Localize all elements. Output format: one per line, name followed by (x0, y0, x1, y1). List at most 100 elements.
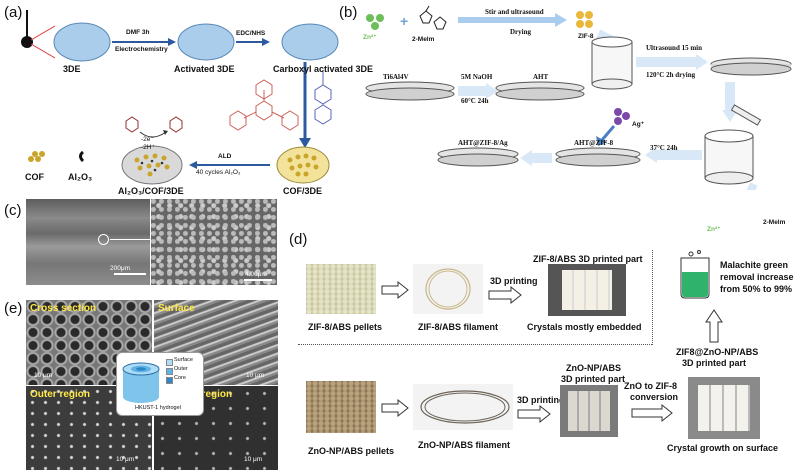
panel-e-label: (e) (4, 300, 23, 317)
conversion-arrow-icon (631, 403, 673, 423)
outer-label: Outer region (30, 389, 91, 400)
naoh-t-label: 60°C 24h (461, 97, 489, 105)
zno-part2-label: 3D printed part (561, 374, 626, 384)
pellets1-label: ZIF-8/ABS pellets (308, 322, 383, 332)
zno-part-photo (560, 385, 618, 437)
sem-image-high-mag: 4.00μm (151, 199, 277, 285)
conv1-label: ZnO to ZIF-8 (624, 381, 677, 391)
ti-label: Ti6Al4V (383, 73, 409, 81)
ox-label-1: -2e⁻ (141, 136, 154, 143)
ag-ion-icon (614, 108, 630, 125)
dry120-label: 120°C 2h drying (646, 71, 696, 79)
embedded-label: Crystals mostly embedded (527, 322, 642, 332)
hydrogel-label: HKUST-1 hydrogel (135, 405, 181, 411)
legend-cof-label: COF (25, 172, 44, 182)
leg-surface: Surface (174, 357, 193, 363)
growth-label: Crystal growth on surface (667, 443, 779, 453)
zif-filament-photo (413, 264, 483, 314)
electrode-disc-icon (53, 22, 111, 62)
melm2-label: 2-Melm (763, 219, 786, 226)
zno-part1-label: ZnO-NP/ABS (566, 363, 621, 373)
ag-label: Ag⁺ (632, 121, 645, 128)
mg1-label: Malachite green (720, 260, 789, 270)
zn1-label: Zn²⁺ (363, 34, 377, 41)
zno-pellets-photo (306, 381, 376, 433)
scale-bar-2 (244, 279, 272, 281)
panel-b-diagram: + + (365, 5, 792, 190)
arrow-right-icon-2 (381, 398, 409, 418)
zif-zno2-label: 3D printed part (682, 358, 747, 368)
scale-e1: 10 μm (34, 372, 53, 379)
print1-label: 3D printing (490, 276, 538, 286)
melm1-label: 2-Melm (412, 36, 435, 43)
zif-pellets-photo (306, 264, 376, 314)
arrow-up-icon (705, 309, 723, 343)
pellets2-label: ZnO-NP/ABS pellets (308, 446, 395, 456)
scale-e3: 10 μm (116, 456, 135, 463)
panel-b-label: (b) (339, 4, 358, 21)
zif-zno-part-photo (688, 377, 760, 439)
scale-e2: 10 μm (246, 372, 265, 379)
step1-top: DMF 3h (126, 29, 150, 36)
t37-label: 37°C 24h (650, 144, 678, 152)
label-carboxyl: Carboxyl activated 3DE (273, 64, 374, 74)
mg2-label: removal increase (720, 272, 794, 282)
leg-outer: Outer (174, 366, 188, 372)
step1-bottom: Electrochemistry (115, 46, 168, 53)
panel-a-label: (a) (4, 4, 23, 21)
zoom-circle-icon (98, 234, 109, 245)
filament2-label: ZnO-NP/ABS filament (418, 440, 511, 450)
zno-filament-photo (413, 384, 513, 430)
panel-d-label: (d) (289, 231, 308, 248)
step2-label: EDC/NHS (236, 30, 266, 37)
cross-label: Cross section (30, 303, 97, 314)
sem-image-low-mag: 200μm (26, 199, 150, 285)
mg3-label: from 50% to 99% (720, 284, 793, 294)
stir-label: Stir and ultrasound (485, 8, 544, 16)
aht-label: AHT (533, 73, 549, 81)
zif8-icon (576, 11, 593, 28)
leg-core: Core (174, 375, 186, 381)
hydrogel-cylinder-icon (122, 362, 160, 403)
d-title-top: ZIF-8/ABS 3D printed part (533, 254, 643, 264)
filament1-label: ZIF-8/ABS filament (418, 322, 499, 332)
melm-icon (419, 5, 447, 30)
aht-zif-label: AHT@ZIF-8 (574, 139, 614, 147)
hydrogel-inset: Surface Outer Core HKUST-1 hydrogel (116, 352, 204, 416)
ald-label: ALD (218, 153, 232, 160)
zn-ion-icon (366, 14, 384, 30)
scale-bar-1 (114, 273, 146, 275)
zn2-label: Zn²⁺ (707, 226, 721, 233)
ox-label-2: -2H⁺ (141, 144, 155, 151)
zif-part-photo (548, 264, 626, 316)
label-3de: 3DE (63, 64, 81, 74)
scale-e4: 10 μm (244, 456, 263, 463)
ald-cycles: 40 cycles Al₂O₃ (196, 169, 241, 176)
cof-legend-icon (28, 151, 45, 162)
drying-label: Drying (510, 28, 531, 36)
scale2-label: 4.00μm (245, 271, 267, 278)
legend-al-label: Al₂O₃ (68, 172, 93, 182)
conv2-label: conversion (630, 392, 679, 402)
print-arrow-icon-2 (517, 404, 551, 424)
print-arrow-icon-1 (488, 285, 522, 305)
panel-c-label: (c) (4, 202, 22, 219)
core-label: Core region (176, 389, 233, 400)
electrode-tip-icon (21, 36, 33, 48)
svg-text:+: + (400, 13, 408, 29)
surface-label: Surface (158, 303, 195, 314)
panel-a-diagram (21, 10, 339, 185)
arrow-right-icon (381, 280, 409, 300)
scale1-label: 200μm (110, 265, 131, 272)
ultra-label: Ultrasound 15 min (646, 44, 703, 52)
print2-label: 3D printing (517, 395, 565, 405)
beaker-icon (680, 250, 710, 299)
label-final: Al₂O₃/COF/3DE (118, 186, 184, 196)
naoh-label: 5M NaOH (461, 73, 493, 81)
zif8-label: ZIF-8 (578, 33, 594, 40)
al2o3-legend-icon (79, 150, 85, 163)
label-activated: Activated 3DE (174, 64, 235, 74)
label-cof3de: COF/3DE (283, 186, 323, 196)
zif-zno1-label: ZIF8@ZnO-NP/ABS (676, 347, 759, 357)
aht-zif-ag-label: AHT@ZIF-8/Ag (458, 139, 508, 147)
